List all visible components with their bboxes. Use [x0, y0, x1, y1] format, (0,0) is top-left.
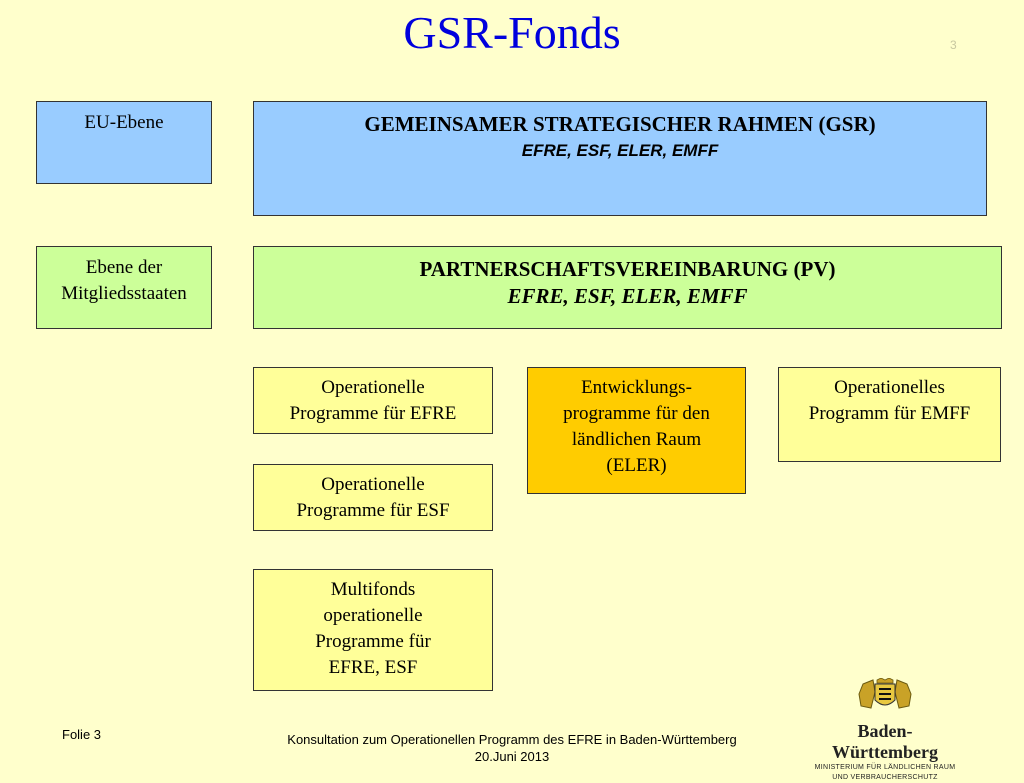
eler-line2: programme für den [563, 403, 710, 424]
footer-slide-label: Folie 3 [62, 727, 102, 742]
coat-of-arms-icon [858, 677, 912, 709]
footer-line1: Konsultation zum Operationellen Programm… [287, 732, 737, 747]
pv-funds: EFRE, ESF, ELER, EMFF [507, 284, 748, 308]
op-esf-line2: Programme für ESF [296, 500, 450, 521]
ministry-logo: Baden-Württemberg MINISTERIUM FÜR LÄNDLI… [805, 677, 965, 781]
logo-name: Baden-Württemberg [832, 721, 938, 762]
member-level-label-line2: Mitgliedsstaaten [61, 283, 187, 304]
op-emff-line1: Operationelles [834, 377, 945, 398]
eler-box: Entwicklungs- programme für den ländlich… [527, 367, 746, 494]
gsr-box: GEMEINSAMER STRATEGISCHER RAHMEN (GSR) E… [253, 101, 987, 216]
eu-level-label: EU-Ebene [84, 112, 164, 133]
gsr-funds: EFRE, ESF, ELER, EMFF [521, 141, 719, 160]
logo-sub-line1: MINISTERIUM FÜR LÄNDLICHEN RAUM [814, 764, 956, 771]
pv-box: PARTNERSCHAFTSVEREINBARUNG (PV) EFRE, ES… [253, 246, 1002, 329]
op-esf-line1: Operationelle [321, 474, 425, 495]
op-efre-line1: Operationelle [321, 377, 425, 398]
multifonds-line1: Multifonds [330, 579, 416, 600]
multifonds-line4: EFRE, ESF [328, 657, 418, 678]
multifonds-line2: operationelle [323, 605, 423, 626]
pv-title: PARTNERSCHAFTSVEREINBARUNG (PV) [419, 257, 836, 281]
op-emff-line2: Programm für EMFF [808, 403, 971, 424]
gsr-title: GEMEINSAMER STRATEGISCHER RAHMEN (GSR) [364, 112, 876, 136]
eler-line1: Entwicklungs- [581, 377, 692, 398]
slide-number: 3 [950, 38, 957, 52]
member-level-label-line1: Ebene der [85, 257, 163, 278]
footer-line2: 20.Juni 2013 [474, 749, 550, 764]
eu-level-box: EU-Ebene [36, 101, 212, 184]
multifonds-box: Multifonds operationelle Programme für E… [253, 569, 493, 691]
eler-line3: ländlichen Raum [571, 429, 702, 450]
op-efre-line2: Programme für EFRE [289, 403, 457, 424]
eler-line4: (ELER) [606, 455, 667, 476]
slide-title: GSR-Fonds [403, 7, 621, 58]
op-esf-box: Operationelle Programme für ESF [253, 464, 493, 531]
op-efre-box: Operationelle Programme für EFRE [253, 367, 493, 434]
op-emff-box: Operationelles Programm für EMFF [778, 367, 1001, 462]
logo-sub-line2: UND VERBRAUCHERSCHUTZ [832, 774, 938, 781]
multifonds-line3: Programme für [315, 631, 431, 652]
footer-center: Konsultation zum Operationellen Programm… [240, 731, 784, 765]
member-level-box: Ebene der Mitgliedsstaaten [36, 246, 212, 329]
